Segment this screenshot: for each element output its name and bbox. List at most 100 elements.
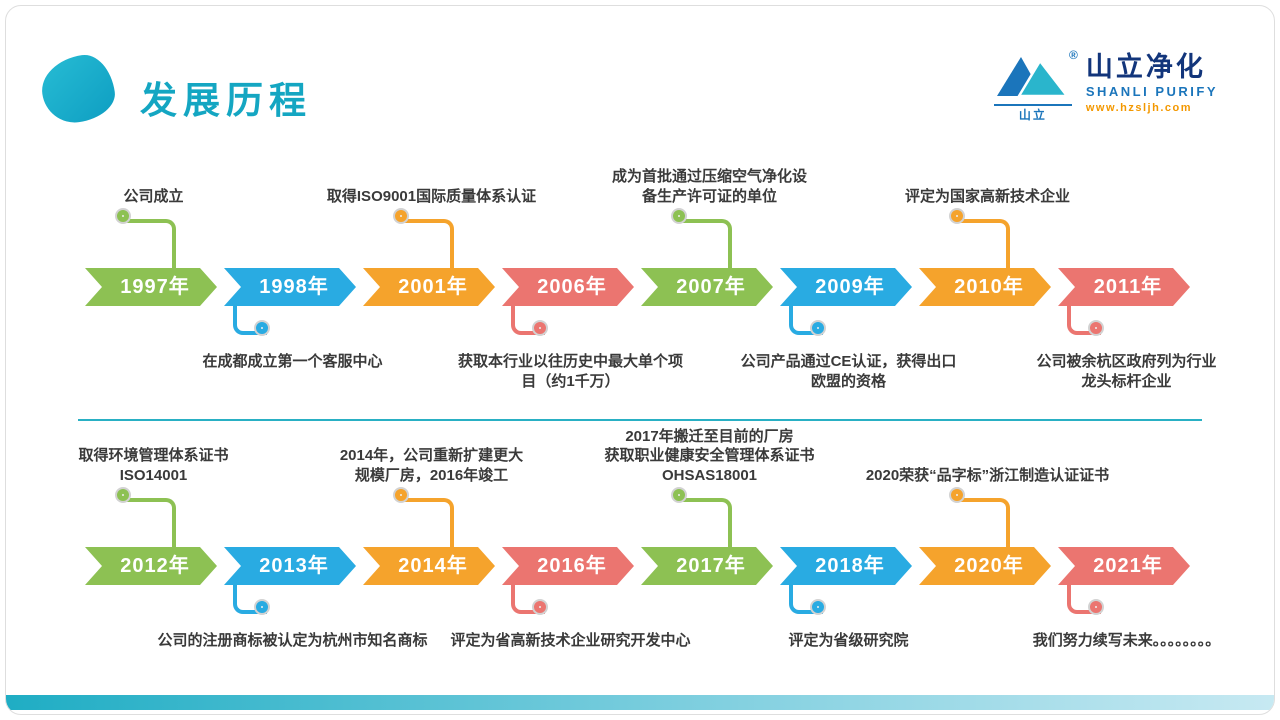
milestone-dot: [117, 489, 130, 501]
timeline-milestone: 公司产品通过CE认证，获得出口 欧盟的资格 2009年: [741, 156, 956, 411]
year-arrow: 2012年: [85, 547, 217, 585]
timeline-milestone: 取得ISO9001国际质量体系认证 2001年: [327, 156, 536, 411]
year-label: 2011年: [1093, 276, 1163, 298]
connector-line: [788, 306, 824, 335]
year-arrow: 2021年: [1058, 547, 1190, 585]
milestone-dot: [534, 322, 547, 334]
milestone-label: 获取本行业以往历史中最大单个项 目（约1千万）: [457, 353, 683, 390]
milestone-dot: [673, 489, 686, 501]
year-label: 2021年: [1093, 555, 1163, 577]
timeline-milestone: 2020荣获“品字标”浙江制造认证证书 2020年: [866, 435, 1109, 690]
year-label: 2017年: [676, 555, 746, 577]
slide-header: 发展历程 ® 山立 山立净化 SHANLI PURIFY www.hzsljh.…: [6, 6, 1274, 156]
milestone-label: 公司产品通过CE认证，获得出口 欧盟的资格: [740, 353, 957, 390]
milestone-dot: [395, 210, 408, 222]
connector-line: [126, 219, 176, 268]
brand-website: www.hzsljh.com: [1085, 101, 1192, 114]
milestone-label: 公司成立: [123, 187, 184, 205]
connector-line: [682, 219, 732, 268]
connector-line: [788, 585, 824, 614]
connector-line: [1066, 306, 1102, 335]
timeline-milestone: 公司被余杭区政府列为行业 龙头标杆企业 2011年: [1036, 156, 1217, 411]
connector-line: [232, 306, 268, 335]
logo-icon-label: 山立: [1018, 108, 1047, 122]
year-label: 2018年: [815, 555, 885, 577]
year-arrow: 2020年: [919, 547, 1051, 585]
milestone-label: 公司被余杭区政府列为行业 龙头标杆企业: [1036, 353, 1217, 390]
timeline-milestone: 在成都成立第一个客服中心 1998年: [202, 156, 383, 411]
mountain-logo-icon: [996, 57, 1070, 98]
milestone-dot: [1090, 601, 1103, 613]
slide-card: 发展历程 ® 山立 山立净化 SHANLI PURIFY www.hzsljh.…: [5, 5, 1275, 715]
timeline-row-1: 公司成立 1997年 在成都成立第一个客服中心 1998年 取得ISO9001国…: [84, 156, 1217, 411]
timeline-divider-line: [78, 419, 1202, 421]
year-label: 2020年: [954, 555, 1024, 577]
milestone-dot: [951, 210, 964, 222]
company-logo: ® 山立 山立净化 SHANLI PURIFY www.hzsljh.com: [990, 48, 1218, 123]
year-arrow: 2007年: [641, 268, 773, 306]
timeline-milestone: 取得环境管理体系证书 ISO14001 2012年: [78, 435, 229, 690]
year-arrow: 2010年: [919, 268, 1051, 306]
milestone-label: 评定为省高新技术企业研究开发中心: [450, 632, 691, 649]
connector-line: [510, 585, 546, 614]
connector-line: [1066, 585, 1102, 614]
year-label: 1998年: [259, 276, 329, 298]
timeline-milestone: 2017年搬迁至目前的厂房 获取职业健康安全管理体系证书 OHSAS18001 …: [604, 428, 815, 690]
timeline-row-2: 取得环境管理体系证书 ISO14001 2012年 公司的注册商标被认定为杭州市…: [78, 428, 1220, 690]
bottom-accent-bar: [6, 695, 1274, 710]
milestone-label: 2020荣获“品字标”浙江制造认证证书: [865, 466, 1110, 484]
year-label: 2007年: [676, 276, 746, 298]
connector-line: [232, 585, 268, 614]
milestone-dot: [1090, 322, 1103, 334]
milestone-label: 评定为国家高新技术企业: [904, 187, 1070, 205]
year-arrow: 2009年: [780, 268, 912, 306]
milestone-dot: [812, 322, 825, 334]
year-arrow: 2013年: [224, 547, 356, 585]
connector-line: [960, 219, 1010, 268]
year-arrow: 1997年: [85, 268, 217, 306]
year-label: 2014年: [398, 555, 468, 577]
timeline-milestone: 评定为省级研究院 2018年: [779, 435, 918, 690]
timeline-milestone: 成为首批通过压缩空气净化设 备生产许可证的单位 2007年: [612, 156, 807, 411]
year-label: 2013年: [259, 555, 329, 577]
milestone-label: 成为首批通过压缩空气净化设 备生产许可证的单位: [611, 168, 807, 205]
brand-name-en: SHANLI PURIFY: [1085, 84, 1218, 100]
year-arrow: 2014年: [363, 547, 495, 585]
milestone-label: 我们努力续写未来。。。。。。。。: [1032, 632, 1221, 649]
year-arrow: 1998年: [224, 268, 356, 306]
timeline-milestone: 评定为省高新技术企业研究开发中心 2016年: [450, 435, 691, 690]
year-arrow: 2001年: [363, 268, 495, 306]
logo-icon-wrap: ® 山立: [990, 48, 1078, 123]
timeline-milestone: 获取本行业以往历史中最大单个项 目（约1千万） 2006年: [458, 156, 683, 411]
timeline-milestone: 评定为国家高新技术企业 2010年: [905, 156, 1070, 411]
year-label: 2009年: [815, 276, 885, 298]
timeline-milestone: 我们努力续写未来。。。。。。。。 2021年: [1033, 435, 1220, 690]
year-arrow: 2016年: [502, 547, 634, 585]
brand-name-cn: 山立净化: [1085, 52, 1206, 82]
connector-line: [404, 219, 454, 268]
registered-mark: ®: [1068, 48, 1078, 62]
logo-text-block: 山立净化 SHANLI PURIFY www.hzsljh.com: [1086, 52, 1218, 115]
connector-line: [404, 498, 454, 547]
page-title: 发展历程: [140, 80, 312, 121]
milestone-dot: [951, 489, 964, 501]
timeline-milestone: 公司成立 1997年: [84, 156, 223, 411]
milestone-dot: [256, 322, 269, 334]
connector-line: [510, 306, 546, 335]
milestone-dot: [117, 210, 130, 222]
milestone-label: 公司的注册商标被认定为杭州市知名商标: [157, 632, 428, 649]
milestone-label: 2017年搬迁至目前的厂房 获取职业健康安全管理体系证书 OHSAS18001: [604, 427, 815, 484]
connector-line: [126, 498, 176, 547]
logo-divider-line: [993, 104, 1072, 106]
year-label: 1997年: [120, 276, 190, 298]
milestone-dot: [673, 210, 686, 222]
milestone-dot: [395, 489, 408, 501]
milestone-label: 取得ISO9001国际质量体系认证: [326, 187, 537, 205]
timeline-milestone: 公司的注册商标被认定为杭州市知名商标 2013年: [157, 435, 428, 690]
year-arrow: 2011年: [1058, 268, 1190, 306]
milestone-label: 评定为省级研究院: [788, 632, 909, 649]
decorative-blob: [37, 51, 119, 127]
milestone-label: 2014年，公司重新扩建更大 规模厂房，2016年竣工: [339, 447, 524, 484]
year-label: 2006年: [537, 276, 607, 298]
